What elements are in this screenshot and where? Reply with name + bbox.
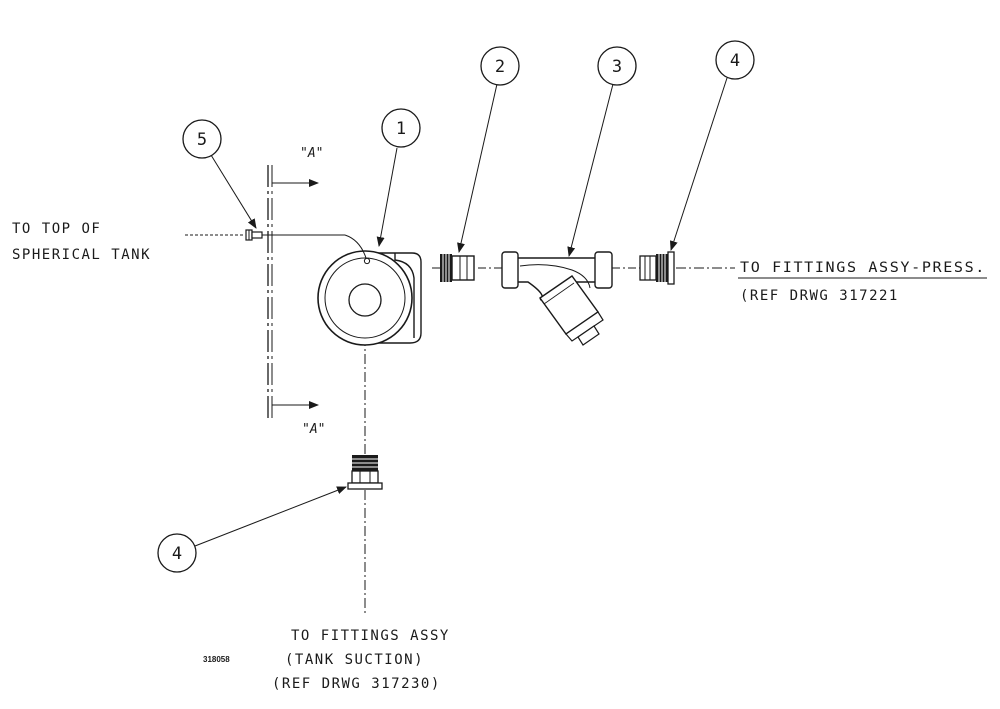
- nipple-fitting: [245, 229, 263, 241]
- callout-1-number: 1: [396, 119, 406, 139]
- leader-lines: [194, 77, 728, 547]
- section-label-bottom: "A": [302, 422, 325, 437]
- callout-4-right-number: 4: [730, 51, 740, 71]
- union-fitting-bottom: [347, 455, 383, 490]
- callout-1: 1: [381, 108, 421, 148]
- bottom-label-line3: (REF DRWG 317230): [272, 676, 441, 692]
- drawing-number: 318058: [203, 655, 230, 664]
- union-fitting-right: [639, 251, 675, 285]
- bottom-label-line1: TO FITTINGS ASSY: [291, 628, 450, 644]
- callout-4-right: 4: [715, 40, 755, 80]
- pump-housing: [317, 234, 422, 346]
- y-strainer: [501, 251, 613, 346]
- callout-2-number: 2: [495, 57, 505, 77]
- left-label-line2: SPHERICAL TANK: [12, 247, 151, 263]
- section-line-a-a: "A" "A": [267, 146, 325, 437]
- callout-4-bottom: 4: [157, 533, 197, 573]
- left-label-line1: TO TOP OF: [12, 221, 101, 237]
- section-label-top: "A": [300, 146, 323, 161]
- callout-4-bottom-number: 4: [172, 544, 182, 564]
- bottom-label-line2: (TANK SUCTION): [285, 652, 424, 668]
- callout-3: 3: [597, 46, 637, 86]
- callout-3-number: 3: [612, 57, 622, 77]
- adapter-fitting: [440, 254, 475, 282]
- callout-2: 2: [480, 46, 520, 86]
- right-label-line1: TO FITTINGS ASSY-PRESS.: [740, 260, 986, 276]
- right-label-line2: (REF DRWG 317221: [740, 288, 899, 304]
- callout-5: 5: [182, 119, 222, 159]
- callout-5-number: 5: [197, 130, 207, 150]
